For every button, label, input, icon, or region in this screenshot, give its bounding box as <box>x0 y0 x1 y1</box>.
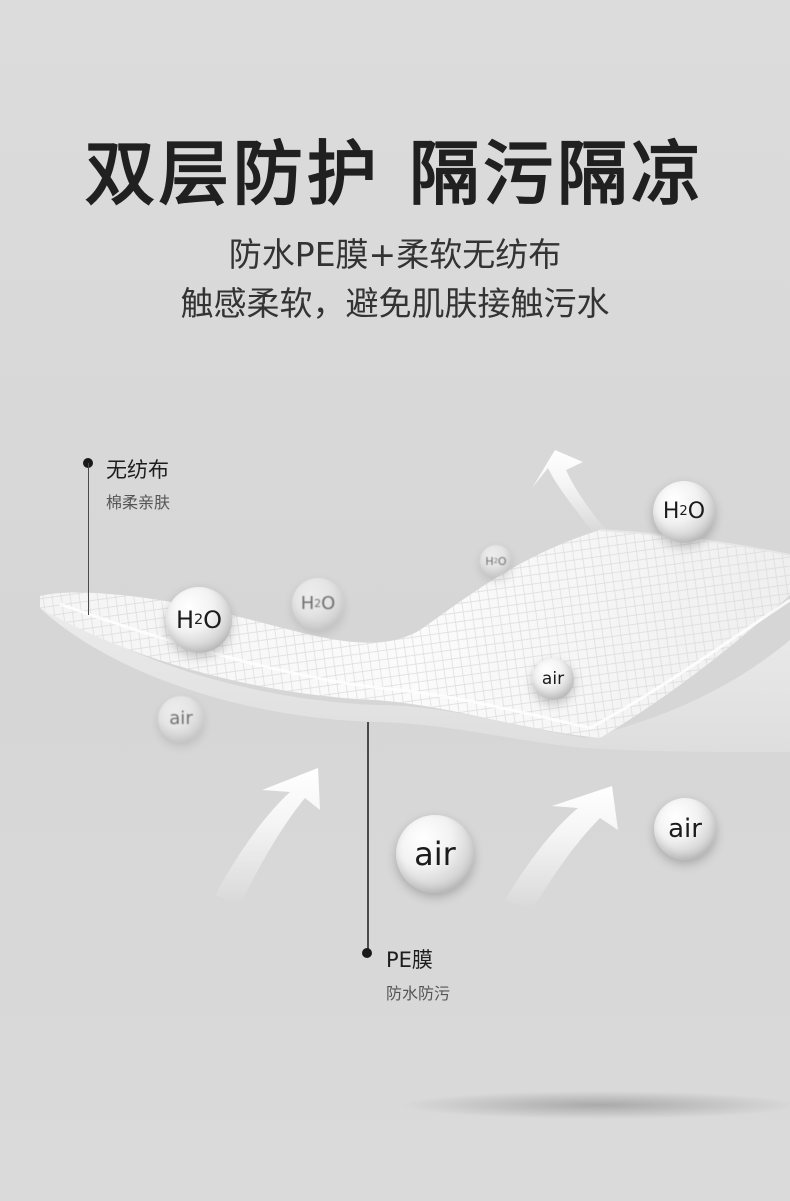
callout-leader-line <box>87 463 89 615</box>
callout-leader-line <box>367 722 369 952</box>
floor-shadow <box>400 1091 790 1119</box>
arrow-upper-icon <box>532 450 606 535</box>
callout-dot <box>362 948 372 958</box>
nonwoven-layer <box>40 529 790 738</box>
air-bubble: air <box>158 696 204 742</box>
callout-nonwoven-title: 无纺布 <box>106 458 169 482</box>
arrow-lower-right-icon <box>505 786 618 910</box>
callout-nonwoven-desc: 棉柔亲肤 <box>106 493 171 512</box>
arrow-lower-left-icon <box>215 768 320 905</box>
callout-pe-film-title: PE膜 <box>386 948 433 972</box>
pe-film-layer <box>42 600 790 752</box>
page-title: 双层防护 隔污隔凉 <box>84 133 706 215</box>
subtitle-line-2: 触感柔软，避免肌肤接触污水 <box>180 284 610 323</box>
callout-pe-film-desc: 防水防污 <box>386 984 451 1003</box>
subtitle-line-1: 防水PE膜+柔软无纺布 <box>228 235 562 274</box>
air-bubble: air <box>532 658 574 700</box>
air-bubble: air <box>396 815 474 893</box>
air-bubble: air <box>654 798 716 860</box>
